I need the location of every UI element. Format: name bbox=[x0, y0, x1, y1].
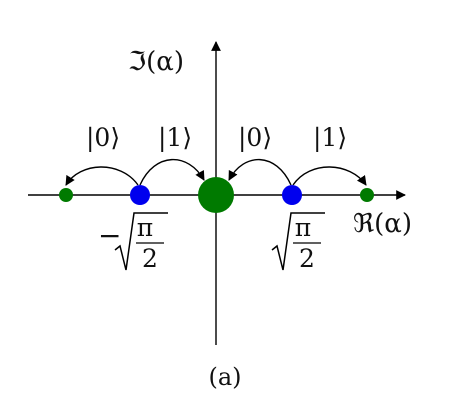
arrow-left-one bbox=[139, 158, 205, 186]
imaginary-axis-label: ℑ(α) bbox=[128, 47, 184, 77]
green-point-origin bbox=[198, 177, 234, 213]
fraction-numerator: π bbox=[137, 213, 153, 242]
negative-point-label: − π 2 bbox=[98, 212, 168, 273]
minus-sign: − bbox=[98, 219, 121, 252]
ket-label-right-one: |1⟩ bbox=[313, 123, 347, 153]
radical-sign bbox=[114, 212, 168, 271]
figure-caption: (a) bbox=[208, 363, 241, 391]
radical-sign bbox=[271, 212, 325, 271]
fraction-denominator: 2 bbox=[142, 244, 158, 273]
fraction-denominator: 2 bbox=[299, 244, 315, 273]
arrow-right-zero bbox=[228, 158, 292, 186]
real-axis-label: ℜ(α) bbox=[353, 209, 412, 239]
arrow-right-one bbox=[292, 166, 367, 186]
blue-point-negative bbox=[130, 185, 150, 205]
green-point-far-right bbox=[360, 188, 374, 202]
green-point-far-left bbox=[59, 188, 73, 202]
ket-label-left-one: |1⟩ bbox=[158, 123, 192, 153]
ket-label-left-zero: |0⟩ bbox=[86, 123, 120, 153]
blue-point-positive bbox=[282, 185, 302, 205]
positive-point-label: π 2 bbox=[271, 212, 325, 273]
arrow-left-zero bbox=[65, 166, 139, 186]
fraction-numerator: π bbox=[295, 213, 311, 242]
ket-label-right-zero: |0⟩ bbox=[238, 123, 272, 153]
